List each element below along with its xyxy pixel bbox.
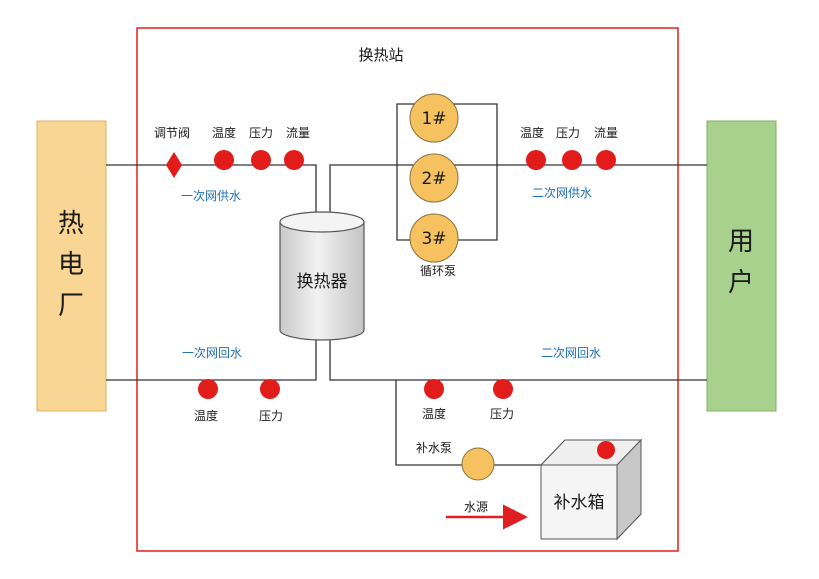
primary-supply-pressure-sensor [251,150,271,170]
circulation-pump-2 [409,153,459,203]
primary-supply-flow-label: 流量 [286,126,310,140]
circulation-pump-1-label: 1# [421,109,446,129]
makeup-tank-label: 补水箱 [554,493,605,513]
primary-supply-pressure-label: 压力 [249,126,273,140]
primary-supply-label: 一次网供水 [181,189,241,203]
circulation-pump-group-label: 循环泵 [420,264,456,278]
secondary-supply-flow-label: 流量 [594,126,618,140]
user-box [706,120,777,412]
secondary-supply-pressure-label: 压力 [556,126,580,140]
secondary-supply-temp-label: 温度 [520,125,544,140]
primary-supply-temp-label: 温度 [212,125,236,140]
secondary-supply-flow-sensor [596,150,616,170]
primary-return-label: 一次网回水 [182,346,242,360]
power-plant-label-1: 热 [58,209,84,239]
primary-supply-flow-sensor [284,150,304,170]
makeup-tank-sensor [597,441,615,459]
secondary-return-pressure-sensor [493,379,513,399]
makeup-pump-label: 补水泵 [416,441,452,455]
secondary-return-pipe [329,336,707,381]
circulation-pump-2-label: 2# [421,169,446,189]
station-frame [136,27,679,552]
power-plant-box [36,120,107,412]
secondary-return-label: 二次网回水 [541,346,601,360]
power-plant-label-3: 厂 [58,291,84,321]
regulating-valve-label: 调节阀 [154,126,190,140]
primary-return-pressure-sensor [260,379,280,399]
secondary-return-pressure-label: 压力 [490,407,514,421]
water-source-label: 水源 [464,500,488,514]
secondary-return-temp-sensor [424,379,444,399]
power-plant-label-2: 电 [58,250,84,280]
regulating-valve-icon [166,152,182,178]
secondary-return-temp-label: 温度 [422,406,446,421]
user-label-2: 户 [728,268,754,298]
makeup-pump [461,447,495,481]
station-title: 换热站 [358,46,403,64]
secondary-supply-temp-sensor [526,150,546,170]
secondary-supply-pressure-sensor [562,150,582,170]
circulation-pump-1 [409,93,459,143]
primary-return-temp-label: 温度 [194,408,218,423]
primary-return-pressure-label: 压力 [259,409,283,423]
circulation-pump-3-label: 3# [421,229,446,249]
makeup-tank [539,438,643,541]
heat-exchanger-label: 换热器 [297,272,348,292]
secondary-supply-pipe [329,164,707,212]
user-label-1: 用 [728,227,754,257]
secondary-supply-label: 二次网供水 [532,186,592,200]
primary-return-pipe [106,336,317,381]
circulation-pump-3 [409,213,459,263]
heat-exchanger [279,211,365,341]
primary-return-temp-sensor [198,379,218,399]
primary-supply-temp-sensor [214,150,234,170]
